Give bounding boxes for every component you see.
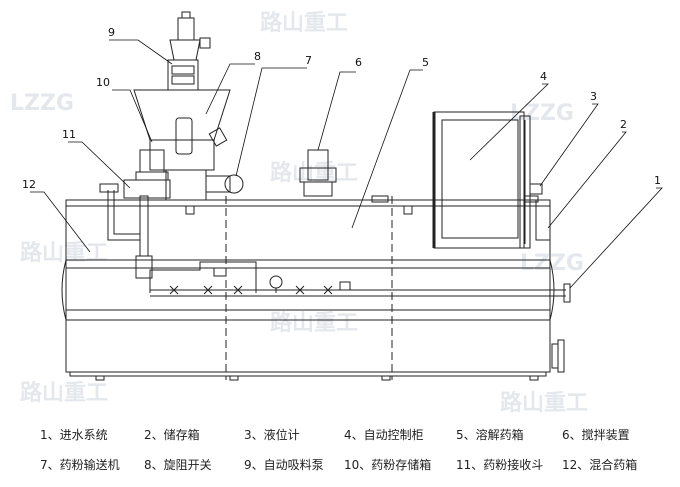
watermark-text: 路山重工 — [500, 390, 588, 416]
legend-item: 6、搅拌装置 — [562, 428, 630, 442]
callout-3: 3 — [590, 90, 597, 103]
callout-9: 9 — [108, 26, 115, 39]
callout-5: 5 — [422, 56, 429, 69]
valve — [233, 285, 243, 295]
pump-head — [169, 39, 201, 61]
storage-box-side — [535, 199, 551, 241]
solenoid-valve — [213, 267, 227, 277]
outlet-flange — [557, 339, 565, 373]
callout-7: 7 — [305, 54, 312, 67]
pump-panel — [171, 65, 195, 75]
leader-line — [351, 69, 423, 229]
legend-item: 10、药粉存储箱 — [344, 458, 432, 472]
inlet-flange — [563, 283, 571, 303]
hopper-support — [165, 169, 207, 201]
watermark-text: 路山重工 — [20, 380, 108, 406]
parts-legend: 1、进水系统 2、储存箱 3、液位计 4、自动控制柜 5、溶解药箱 6、搅拌装置… — [0, 420, 680, 484]
legend-item: 9、自动吸料泵 — [244, 458, 324, 472]
legend-item: 8、旋阻开关 — [144, 458, 212, 472]
leader-line — [109, 39, 173, 65]
callout-1: 1 — [654, 174, 661, 187]
valve — [295, 285, 305, 295]
cabinet-frame — [441, 119, 519, 239]
callout-12: 12 — [22, 178, 36, 191]
solenoid-valve — [339, 281, 351, 291]
valve — [169, 285, 179, 295]
watermark-text: LZZG — [510, 101, 574, 126]
powder-conveyor — [205, 175, 231, 193]
pipe-fitting — [99, 183, 119, 193]
tank-foot — [381, 375, 391, 381]
watermark-text: 路山重工 — [20, 240, 108, 266]
motor-base — [135, 171, 169, 181]
callout-6: 6 — [355, 56, 362, 69]
level-sensor — [529, 183, 543, 195]
pump-panel — [171, 75, 195, 85]
feed-pipe — [139, 195, 149, 257]
watermark-text: 路山重工 — [270, 310, 358, 336]
rotary-switch — [208, 127, 228, 147]
legend-item: 12、混合药箱 — [562, 458, 638, 472]
tank-port — [185, 205, 195, 215]
leader-line — [112, 89, 153, 143]
control-cabinet — [433, 111, 525, 249]
legend-item: 11、药粉接收斗 — [456, 458, 544, 472]
legend-item: 4、自动控制柜 — [344, 428, 424, 442]
watermark-text: LZZG — [520, 251, 584, 276]
valve — [323, 285, 333, 295]
watermark-group: 路山重工 LZZG 路山重工 LZZG 路山重工 路山重工 LZZG 路山重工 … — [10, 10, 588, 416]
tank-foot — [95, 375, 105, 381]
leader-line — [68, 141, 131, 189]
pump-cap — [181, 11, 191, 19]
legend-item: 1、进水系统 — [40, 428, 108, 442]
legend-item: 3、液位计 — [244, 428, 300, 442]
leader-lines — [30, 39, 663, 289]
tank-base — [69, 371, 547, 377]
leader-line — [547, 131, 627, 229]
leader-line — [539, 103, 599, 187]
mixer-mount — [303, 181, 333, 197]
tank-left-curve — [61, 259, 67, 321]
pump-motor — [177, 17, 195, 41]
leader-line — [569, 187, 663, 289]
callout-10: 10 — [96, 76, 110, 89]
leader-line — [30, 191, 91, 253]
tank-port — [371, 195, 389, 203]
callout-8: 8 — [254, 50, 261, 63]
legend-item: 2、储存箱 — [144, 428, 200, 442]
conveyor-drive — [224, 174, 244, 194]
bypass-pipe — [149, 261, 257, 293]
pressure-gauge — [269, 275, 283, 289]
motor — [139, 149, 165, 173]
tank-foot — [229, 375, 239, 381]
powder-receiver — [123, 179, 171, 199]
leader-line — [205, 63, 255, 115]
watermark-text: 路山重工 — [260, 10, 348, 36]
outlet-pipe — [551, 343, 559, 369]
tank-upper — [65, 199, 551, 261]
hopper-body — [149, 139, 215, 171]
pump-outlet — [199, 37, 211, 49]
legend-item: 5、溶解药箱 — [456, 428, 524, 442]
leader-line — [469, 83, 549, 161]
water-pipe — [107, 190, 140, 241]
leader-line — [235, 67, 307, 177]
valve — [203, 285, 213, 295]
callout-numbers: 1 2 3 4 5 6 7 8 9 10 11 12 — [22, 26, 661, 191]
sight-window — [175, 117, 193, 155]
level-gauge — [519, 115, 531, 249]
leader-line — [317, 71, 356, 151]
suction-pump — [167, 59, 199, 91]
watermark-text: LZZG — [10, 91, 74, 116]
callout-2: 2 — [620, 118, 627, 131]
venturi-mixer — [135, 255, 153, 279]
tank-foot — [529, 375, 539, 381]
callout-4: 4 — [540, 70, 547, 83]
tank-port — [403, 205, 413, 215]
legend-item: 7、药粉输送机 — [40, 458, 120, 472]
callout-11: 11 — [62, 128, 76, 141]
water-pipe — [113, 190, 140, 235]
